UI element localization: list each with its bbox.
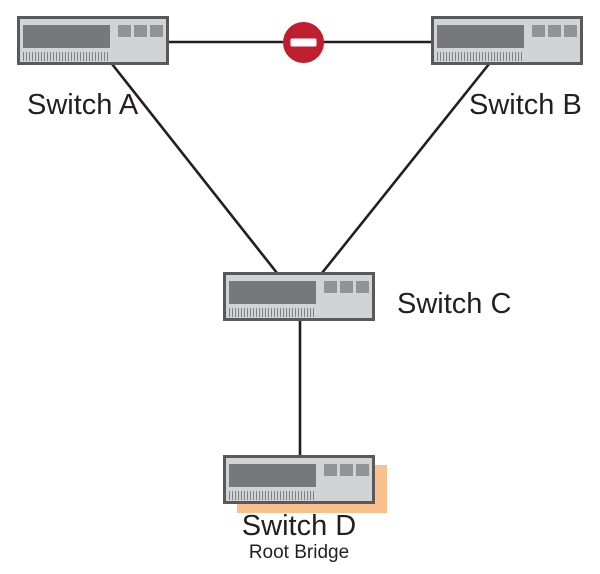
link-a-c [110,63,279,274]
switch-ports-icon [532,25,577,37]
switch-d-icon [223,455,375,504]
switch-panel-icon [23,25,110,48]
switch-panel-icon [229,281,316,304]
switch-panel-icon [437,25,524,48]
switch-a-icon [17,16,169,65]
switch-b-icon [431,16,583,65]
switch-panel-icon [229,464,316,487]
no-entry-icon [283,22,324,63]
switch-d-label-group: Switch D Root Bridge [218,510,380,563]
switch-a-label: Switch A [27,89,139,121]
switch-vents-icon [23,52,110,61]
switch-d-label: Switch D [241,510,357,542]
switch-c-label: Switch C [397,288,512,320]
switch-c-icon [223,272,375,321]
switch-b-label: Switch B [469,89,582,121]
switch-vents-icon [229,491,316,500]
root-bridge-label: Root Bridge [248,541,350,563]
link-b-c [320,63,491,274]
switch-ports-icon [118,25,163,37]
switch-ports-icon [324,281,369,293]
switch-ports-icon [324,464,369,476]
switch-vents-icon [229,308,316,317]
switch-vents-icon [437,52,524,61]
